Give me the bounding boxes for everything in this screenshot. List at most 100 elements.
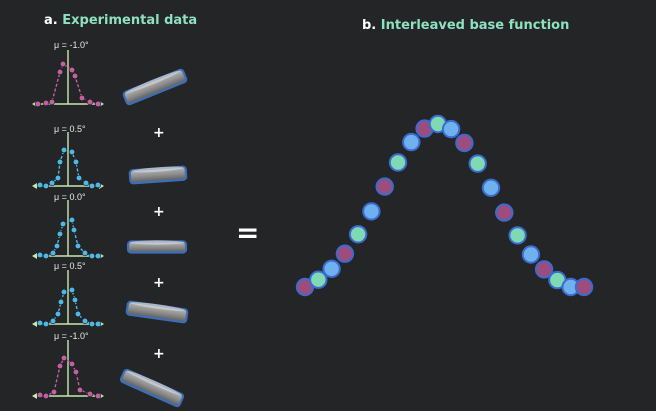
equals-sign: = <box>236 216 260 249</box>
mini-plot-point <box>48 98 56 106</box>
base-function-point <box>574 277 594 297</box>
mini-plots <box>32 50 104 400</box>
mini-plot-point <box>70 226 78 234</box>
base-function-point <box>521 245 541 264</box>
base-function-point <box>322 259 341 278</box>
base-function-point <box>362 202 381 221</box>
base-function-point <box>508 226 527 245</box>
mu-label-1: μ = -1.0° <box>54 40 89 50</box>
mini-plot-point <box>86 98 94 106</box>
mini-plot-point <box>42 182 50 190</box>
arrow-left-icon <box>32 183 37 189</box>
mini-plot-point <box>56 362 64 370</box>
mini-plot-point <box>88 182 96 190</box>
mini-plot-point <box>36 181 44 189</box>
base-function-point <box>441 119 461 139</box>
base-function-point <box>481 178 501 198</box>
mini-plot-point <box>53 242 61 250</box>
base-function-point <box>468 154 487 173</box>
mini-plot-2 <box>32 132 104 190</box>
mini-plot-point <box>50 388 58 396</box>
mini-plot-point <box>57 298 65 306</box>
mini-plot-point <box>60 288 68 296</box>
mini-plot-point <box>49 317 57 325</box>
mini-plot-point <box>34 100 42 108</box>
arrow-left-icon <box>32 253 37 259</box>
crystal-slab-3 <box>126 240 188 254</box>
mini-plot-point <box>88 320 96 328</box>
crystal-slab-2 <box>128 165 188 185</box>
mini-plot-point <box>56 68 64 76</box>
crystal-slab-body <box>122 68 188 106</box>
crystal-slab-highlight <box>131 166 184 173</box>
interleaved-base-function <box>295 114 594 297</box>
base-function-point <box>309 270 328 289</box>
panel-b-title: b. Interleaved base function <box>362 18 569 33</box>
mini-plot-point <box>88 252 96 260</box>
mini-plot-point <box>59 220 67 228</box>
mini-plot-point <box>42 252 50 260</box>
mini-plot-point <box>60 354 68 362</box>
mini-plot-point <box>36 319 44 327</box>
mini-plot-point <box>42 320 50 328</box>
mini-plot-point <box>49 249 57 257</box>
mini-plot-curve <box>39 356 99 397</box>
plus-sign-4: + <box>153 346 165 362</box>
crystal-slab-1 <box>122 68 188 106</box>
mini-plot-point <box>94 320 102 328</box>
mini-plot-point <box>94 100 102 108</box>
mini-plot-point <box>86 390 94 398</box>
panel-a-letter: a. <box>44 13 58 28</box>
base-function-point <box>495 203 514 222</box>
crystal-slab-highlight <box>125 70 181 94</box>
base-function-point <box>335 244 355 263</box>
crystal-slab-highlight <box>130 302 186 312</box>
panel-a-title: a. Experimental data <box>44 13 197 28</box>
mini-plot-3 <box>32 200 104 260</box>
mini-plot-4 <box>32 270 104 328</box>
mini-plot-point <box>68 148 76 156</box>
mini-plot-point <box>68 66 76 74</box>
plus-sign-3: + <box>153 275 165 291</box>
crystal-slab-body <box>119 368 185 408</box>
mini-plot-point <box>72 368 80 376</box>
mini-plot-point <box>71 72 79 80</box>
crystal-slab-4 <box>125 300 189 324</box>
mini-plot-point <box>78 94 86 102</box>
mini-plot-point <box>74 310 82 318</box>
plus-sign-1: + <box>153 125 165 141</box>
mini-plot-point <box>54 310 62 318</box>
base-function-point <box>348 225 368 244</box>
panel-b-letter: b. <box>362 18 377 33</box>
mini-plot-point <box>81 249 89 257</box>
mini-plot-point <box>56 230 64 238</box>
mini-plot-point <box>75 174 83 182</box>
mini-plot-point <box>94 252 102 260</box>
base-function-point <box>402 132 421 152</box>
base-function-point <box>534 260 554 279</box>
mini-plot-point <box>68 216 76 224</box>
mini-plot-point <box>36 251 44 259</box>
mini-plot-point <box>82 179 90 187</box>
mini-plot-curve <box>39 149 99 187</box>
mini-plot-point <box>72 158 80 166</box>
mini-plot-point <box>42 99 50 107</box>
plus-sign-2: + <box>153 204 165 220</box>
mu-label-4: μ = 0.5° <box>54 261 86 271</box>
mini-plot-point <box>56 158 64 166</box>
arrow-left-icon <box>32 321 37 327</box>
mini-plot-curve <box>39 219 98 257</box>
mini-plot-point <box>54 174 62 182</box>
mini-plot-point <box>94 181 102 189</box>
base-function-point <box>375 177 394 196</box>
base-function-point <box>455 133 474 153</box>
crystal-slab-highlight <box>130 240 184 245</box>
mini-plot-point <box>71 296 79 304</box>
mini-plot-point <box>76 386 84 394</box>
mini-plot-point <box>94 392 102 400</box>
crystal-slab-5 <box>119 368 185 408</box>
mu-label-5: μ = -1.0° <box>54 331 89 341</box>
mini-plot-5 <box>32 340 104 400</box>
mini-plot-point <box>42 392 50 400</box>
